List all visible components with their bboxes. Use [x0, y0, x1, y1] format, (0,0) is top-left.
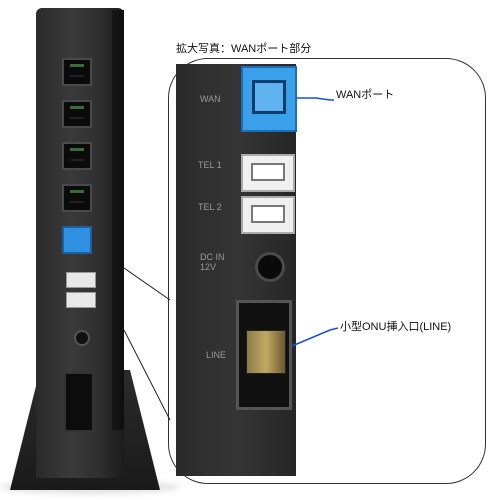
zoom-label-tel2: TEL 2	[198, 202, 222, 212]
lan-port-1	[62, 58, 92, 86]
zoom-label-line: LINE	[206, 350, 227, 360]
lan-port-2	[62, 100, 92, 128]
zoom-connector-bottom	[123, 329, 171, 421]
tel-port-1-small	[66, 272, 96, 288]
router-side	[112, 10, 124, 430]
zoom-label-wan: WAN	[200, 94, 221, 104]
wan-port-small	[62, 226, 92, 254]
zoom-label-dcin: DC IN 12V	[200, 252, 225, 272]
zoom-tel-jack-1	[251, 163, 285, 181]
zoom-onu-connector	[246, 330, 286, 374]
onu-slot-label: 小型ONU挿入口(LINE)	[340, 321, 452, 333]
lan-port-4	[62, 184, 92, 212]
callout-title: 拡大写真：WANポート部分	[176, 43, 312, 55]
dc-in-small	[74, 330, 90, 346]
zoom-label-tel1: TEL 1	[198, 160, 222, 170]
zoom-connector-top	[123, 267, 171, 301]
lan-port-3	[62, 142, 92, 170]
tel-port-2-small	[66, 292, 96, 308]
onu-leader-line	[291, 327, 339, 347]
zoom-tel-jack-2	[251, 205, 285, 223]
wan-port-label: WANポート	[336, 89, 395, 101]
zoom-wan-port	[241, 66, 297, 132]
zoom-wan-jack	[252, 80, 286, 114]
zoom-dc-in-jack	[255, 252, 285, 282]
wan-leader-line	[297, 97, 334, 101]
onu-slot-small	[64, 372, 94, 432]
